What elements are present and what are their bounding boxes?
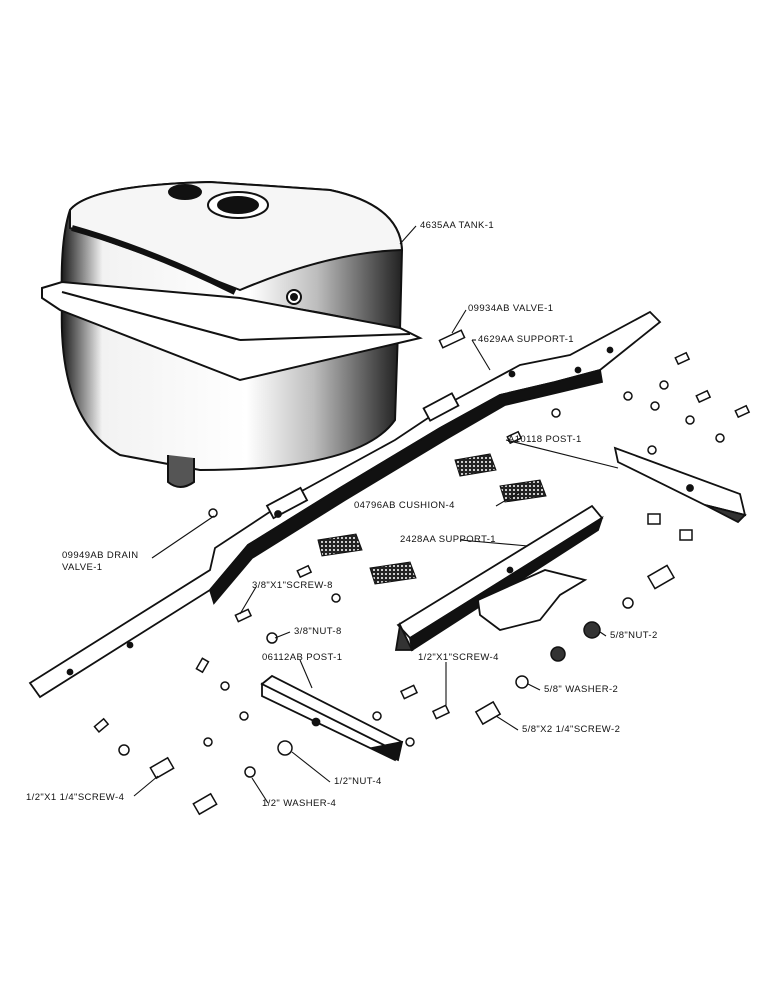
- main-support: [28, 310, 662, 699]
- label-post-right: A10118 POST-1: [508, 434, 582, 445]
- nut-icon: [118, 380, 725, 778]
- fuel-tank: [41, 180, 423, 488]
- hardware: [93, 329, 751, 816]
- label-nut-1-2: 1/2"NUT-4: [334, 776, 382, 787]
- label-drain-valve-2: VALVE-1: [62, 562, 103, 573]
- label-washer-5-8: 5/8" WASHER-2: [544, 684, 619, 695]
- leader-lines: [133, 225, 619, 804]
- label-cushion: 04796AB CUSHION-4: [354, 500, 455, 511]
- small-support: [394, 504, 604, 652]
- label-nut-5-8: 5/8"NUT-2: [610, 630, 658, 641]
- label-screw-3-8: 3/8"X1"SCREW-8: [252, 580, 333, 591]
- left-post: [260, 674, 404, 762]
- screw-icon: [93, 351, 751, 816]
- label-washer-1-2: 1/2" WASHER-4: [262, 798, 337, 809]
- label-screw-5-8: 5/8"X2 1/4"SCREW-2: [522, 724, 621, 735]
- right-post: [613, 446, 747, 524]
- label-drain-valve-1: 09949AB DRAIN: [62, 550, 139, 561]
- cushions: [317, 453, 547, 585]
- label-post-left: 06112AB POST-1: [262, 652, 343, 663]
- label-nut-3-8: 3/8"NUT-8: [294, 626, 342, 637]
- label-valve: 09934AB VALVE-1: [468, 303, 554, 314]
- label-support-small: 2428AA SUPPORT-1: [400, 534, 496, 545]
- label-screw-1-2-x114: 1/2"X1 1/4"SCREW-4: [26, 792, 125, 803]
- label-screw-1-2-x1: 1/2"X1"SCREW-4: [418, 652, 499, 663]
- label-support-main: 4629AA SUPPORT-1: [478, 334, 574, 345]
- label-tank: 4635AA TANK-1: [420, 220, 495, 231]
